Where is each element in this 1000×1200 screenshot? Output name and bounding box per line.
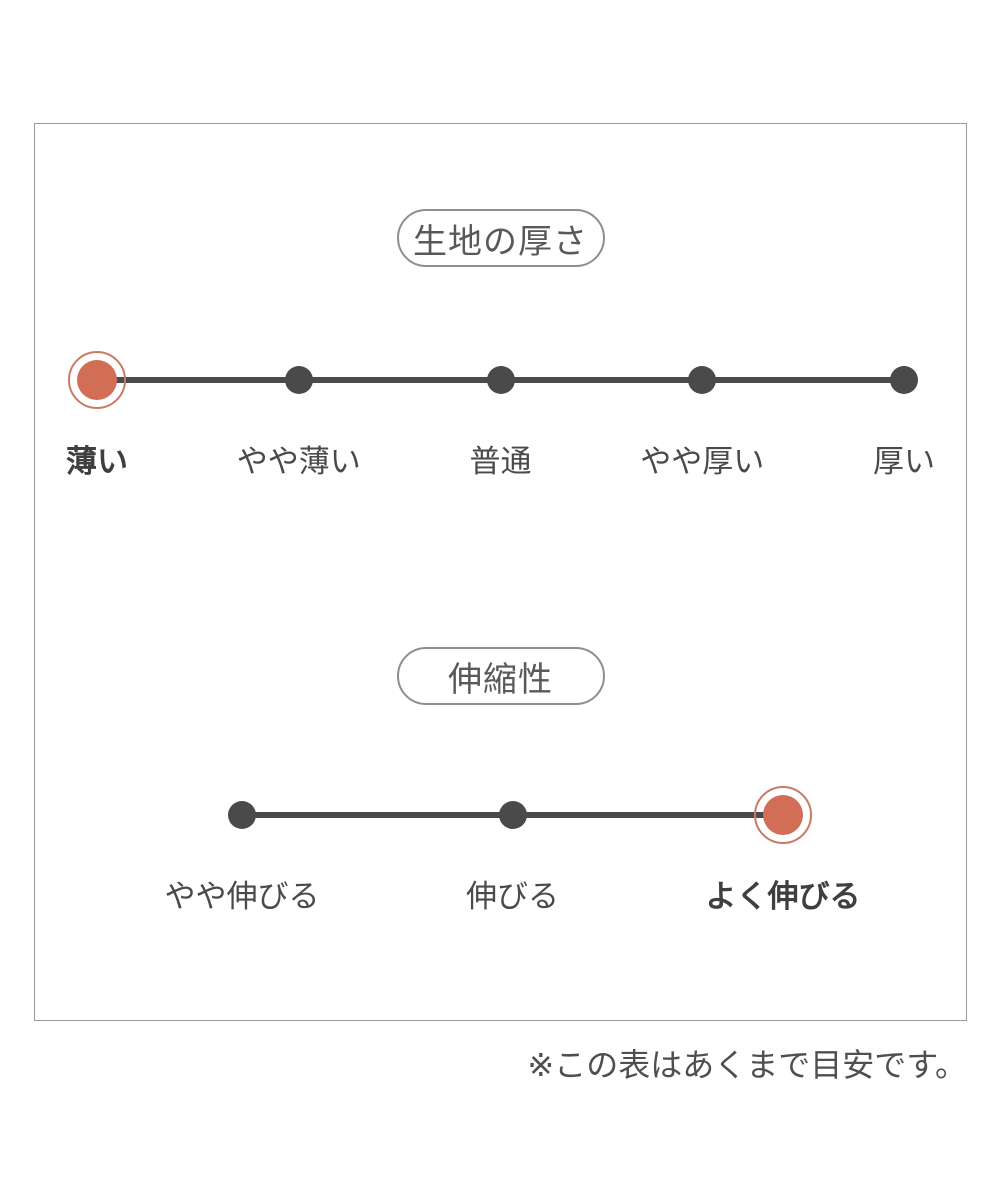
thickness-dot-2 xyxy=(284,366,313,394)
thickness-label-rather-thin: やや薄い xyxy=(236,444,361,480)
thickness-label-thin: 薄い xyxy=(66,444,128,480)
stretch-dot-1 xyxy=(228,801,256,829)
thickness-title: 生地の厚さ xyxy=(413,221,588,262)
stretch-label-somewhat: やや伸びる xyxy=(164,879,320,915)
stretch-title: 伸縮性 xyxy=(448,659,553,700)
stretch-label-stretch: 伸びる xyxy=(466,879,559,915)
thickness-dot-4 xyxy=(688,366,717,394)
stretch-dot-3-selected xyxy=(754,786,812,844)
thickness-label-normal: 普通 xyxy=(469,444,532,480)
selected-dot-ring xyxy=(754,786,812,844)
thickness-dot-3 xyxy=(486,366,515,394)
thickness-label-rather-thick: やや厚い xyxy=(640,444,765,480)
stretch-dot-2 xyxy=(498,801,527,829)
thickness-title-pill: 生地の厚さ xyxy=(396,209,605,267)
selected-dot-ring xyxy=(68,351,126,409)
thickness-dot-1-selected xyxy=(68,351,126,409)
thickness-label-thick: 厚い xyxy=(873,444,935,480)
disclaimer-note: ※この表はあくまで目安です。 xyxy=(527,1046,967,1084)
thickness-dot-5 xyxy=(890,366,918,394)
stretch-title-pill: 伸縮性 xyxy=(396,647,605,705)
spec-chart-box: 生地の厚さ 薄い やや薄い 普通 やや厚い 厚い 伸縮性 やや伸びる 伸びる よ… xyxy=(34,123,967,1021)
stretch-label-well: よく伸びる xyxy=(705,879,861,915)
